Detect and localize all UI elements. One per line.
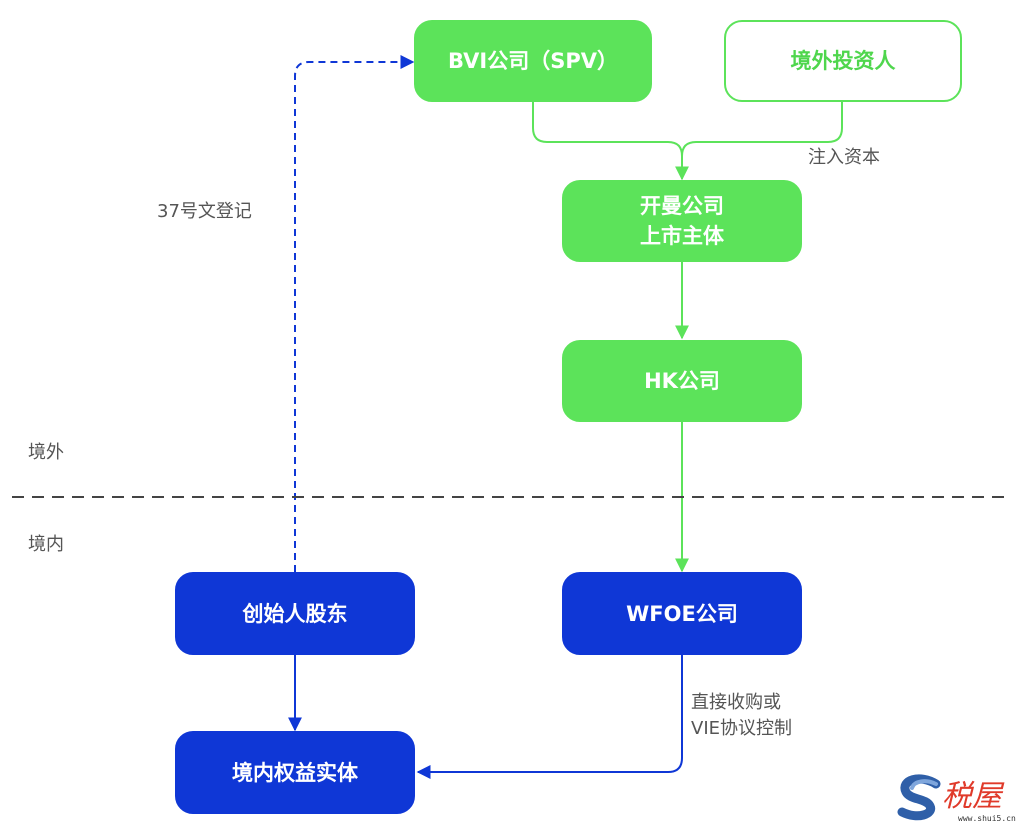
control-method-line2: VIE协议控制 <box>691 718 792 739</box>
cayman-label-line2: 上市主体 <box>640 224 724 248</box>
domestic-equity-entity-node: 境内权益实体 <box>175 731 415 814</box>
domestic-equity-entity-label: 境内权益实体 <box>232 760 358 785</box>
wfoe-company-label: WFOE公司 <box>626 601 738 626</box>
founder-shareholders-node: 创始人股东 <box>175 572 415 655</box>
offshore-region-label: 境外 <box>28 442 64 463</box>
onshore-region-label: 境内 <box>28 534 64 555</box>
connector-investor-to-cayman <box>681 102 843 157</box>
bvi-spv-node: BVI公司（SPV） <box>414 20 652 102</box>
overseas-investor-label: 境外投资人 <box>790 49 896 73</box>
overseas-investor-node: 境外投资人 <box>724 20 962 102</box>
capital-injection-label: 注入资本 <box>808 147 880 168</box>
watermark-url-text: www.shui5.cn <box>958 814 1016 823</box>
circular37-registration-label: 37号文登记 <box>157 201 252 222</box>
shui5-watermark-logo: 税屋 www.shui5.cn <box>896 770 1020 830</box>
control-method-line1: 直接收购或 <box>691 692 781 713</box>
cayman-listing-entity-label: 开曼公司 上市主体 <box>640 191 724 251</box>
watermark-brand-text: 税屋 <box>942 779 1005 814</box>
hk-company-label: HK公司 <box>644 369 720 393</box>
cayman-label-line1: 开曼公司 <box>640 194 724 218</box>
bvi-spv-label: BVI公司（SPV） <box>448 49 618 73</box>
connector-wfoe-to-domestic <box>416 655 683 779</box>
connector-founder-to-bvi-dashed <box>294 55 415 572</box>
hk-company-node: HK公司 <box>562 340 802 422</box>
founder-shareholders-label: 创始人股东 <box>242 601 348 626</box>
shui5-logo-icon: 税屋 www.shui5.cn <box>897 774 1016 823</box>
cayman-listing-entity-node: 开曼公司 上市主体 <box>562 180 802 262</box>
control-method-label: 直接收购或 VIE协议控制 <box>691 690 792 742</box>
connector-bvi-to-cayman <box>532 102 689 181</box>
wfoe-company-node: WFOE公司 <box>562 572 802 655</box>
